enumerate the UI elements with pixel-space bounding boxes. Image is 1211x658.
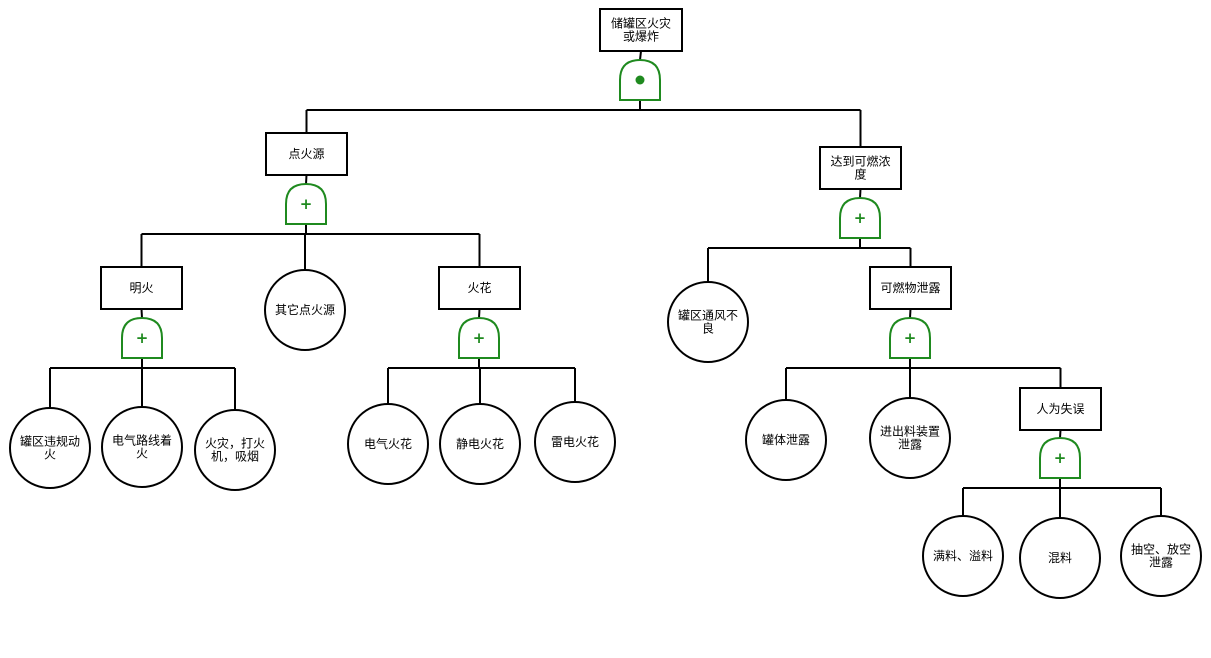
or-gate-symbol: + <box>854 209 867 227</box>
or-gate: + <box>889 316 931 359</box>
or-gate-symbol: + <box>300 195 313 213</box>
connector-lines <box>49 50 1162 518</box>
gate-shape <box>121 316 163 359</box>
event-label: 度 <box>854 167 866 182</box>
event-label: 罐区违规动 <box>20 434 80 449</box>
event-label: 泄露 <box>898 438 922 452</box>
basic-event-circle: 罐体泄露 <box>745 399 827 481</box>
event-box-shape <box>599 8 683 52</box>
basic-event-shape <box>264 269 346 351</box>
and-gate-dot <box>635 75 645 85</box>
or-gate: + <box>121 316 163 359</box>
connector-line <box>140 308 143 319</box>
event-label: 火 <box>136 447 148 461</box>
event-label: 雷电火花 <box>551 434 599 449</box>
basic-event-shape <box>101 406 183 488</box>
event-label: 或爆炸 <box>623 30 659 44</box>
basic-event-circle: 火灾，打火机，吸烟 <box>194 409 276 491</box>
event-label: 电气火花 <box>364 436 412 451</box>
and-gate <box>619 58 661 101</box>
basic-event-shape <box>9 407 91 489</box>
event-box: 火花 <box>438 266 521 310</box>
event-label: 罐体泄露 <box>762 433 810 447</box>
or-gate-symbol: + <box>1054 449 1067 467</box>
gate-shape <box>839 196 881 239</box>
gate-shape <box>1039 436 1081 479</box>
basic-event-circle: 电气火花 <box>347 403 429 485</box>
gate-shape <box>889 316 931 359</box>
event-box-shape <box>100 266 183 310</box>
event-label: 满料、溢料 <box>933 549 993 563</box>
event-label: 人为失误 <box>1036 401 1084 416</box>
or-gate: + <box>1039 436 1081 479</box>
event-label: 进出料装置 <box>880 425 940 439</box>
basic-event-shape <box>745 399 827 481</box>
gate-shape <box>458 316 500 359</box>
basic-event-shape <box>439 403 521 485</box>
or-gate: + <box>285 182 327 225</box>
event-box-shape <box>869 266 952 310</box>
event-box: 可燃物泄露 <box>869 266 952 310</box>
basic-event-circle: 雷电火花 <box>534 401 616 483</box>
event-box-shape <box>819 146 902 190</box>
event-box: 明火 <box>100 266 183 310</box>
event-box-shape <box>438 266 521 310</box>
or-gate: + <box>839 196 881 239</box>
basic-event-shape <box>667 281 749 363</box>
or-gate-symbol: + <box>473 329 486 347</box>
event-label: 可燃物泄露 <box>880 280 940 295</box>
basic-event-shape <box>534 401 616 483</box>
event-label: 罐区通风不 <box>678 309 738 323</box>
event-label: 火花 <box>467 280 491 295</box>
basic-event-circle: 满料、溢料 <box>922 515 1004 597</box>
basic-event-shape <box>869 397 951 479</box>
event-label: 点火源 <box>288 147 324 161</box>
basic-event-shape <box>194 409 276 491</box>
event-box: 人为失误 <box>1019 387 1102 431</box>
basic-event-shape <box>347 403 429 485</box>
connector-line <box>478 308 481 319</box>
event-label: 电气路线着 <box>112 433 172 448</box>
basic-event-circle: 其它点火源 <box>264 269 346 351</box>
or-gate-symbol: + <box>136 329 149 347</box>
basic-event-circle: 混料 <box>1019 517 1101 599</box>
basic-event-shape <box>922 515 1004 597</box>
or-gate: + <box>458 316 500 359</box>
event-label: 静电火花 <box>456 436 504 451</box>
basic-event-shape <box>1120 515 1202 597</box>
event-label: 明火 <box>129 281 153 295</box>
event-label: 抽空、放空 <box>1131 542 1191 557</box>
event-box-shape <box>1019 387 1102 431</box>
or-gate-symbol: + <box>904 329 917 347</box>
event-box: 点火源 <box>265 132 348 176</box>
event-label: 良 <box>702 321 714 336</box>
connector-line <box>909 308 912 319</box>
event-label: 储罐区火灾 <box>611 16 671 31</box>
event-label: 混料 <box>1048 551 1072 565</box>
connector-line <box>305 174 308 185</box>
event-label: 火 <box>44 448 56 462</box>
event-label: 泄露 <box>1149 556 1173 570</box>
basic-event-circle: 静电火花 <box>439 403 521 485</box>
event-label: 达到可燃浓 <box>830 154 890 169</box>
event-label: 火灾，打火 <box>205 436 265 451</box>
event-label: 机，吸烟 <box>211 450 259 464</box>
connector-line <box>1059 429 1062 439</box>
event-box-shape <box>265 132 348 176</box>
gate-shape <box>285 182 327 225</box>
connector-line <box>639 50 642 61</box>
event-label: 其它点火源 <box>275 302 335 317</box>
basic-event-shape <box>1019 517 1101 599</box>
connector-line <box>859 188 862 199</box>
